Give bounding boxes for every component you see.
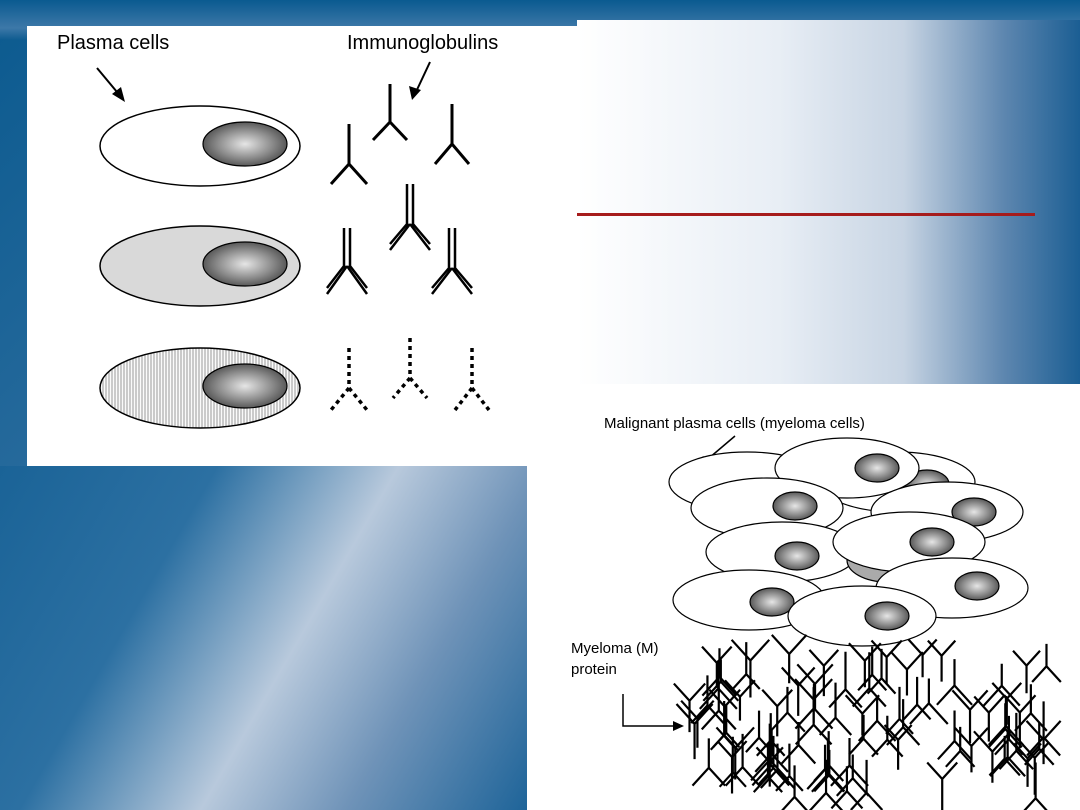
- plasma-cells-illustration: [96, 61, 491, 429]
- antibody-glyph: [844, 694, 880, 736]
- antibody-glyph: [989, 729, 1026, 777]
- antibody-glyph: [828, 651, 863, 709]
- antibody-glyph: [690, 675, 725, 724]
- plasma-cells-label: Plasma cells: [57, 32, 170, 54]
- antibody-glyph: [1012, 650, 1041, 694]
- antibody-glyph: [724, 679, 756, 721]
- antibody-glyph: [907, 638, 938, 678]
- nucleus: [202, 363, 288, 409]
- nucleus: [202, 241, 288, 287]
- antibody-glyph: [702, 659, 740, 702]
- antibody-glyph: [709, 700, 739, 751]
- antibody-glyph: [857, 646, 888, 692]
- antibody-glyph: [937, 710, 973, 761]
- antibody-glyph: [885, 686, 914, 735]
- m-protein-antibodies: [673, 634, 1062, 810]
- antibody-glyph: [866, 648, 897, 695]
- antibody-glyph: [781, 765, 808, 810]
- antibody-glyph: [673, 682, 706, 733]
- antibody-glyph: [731, 642, 761, 690]
- antibody-glyph: [830, 738, 869, 787]
- antibody-glyph: [752, 743, 783, 793]
- lower-left-gradient-panel: [0, 466, 527, 810]
- antibody-glyph: [835, 754, 870, 797]
- myeloma-cell-cluster: [668, 437, 1029, 647]
- myeloma-illustration: [622, 435, 1062, 810]
- antibody-glyph: [830, 766, 864, 810]
- antibody-glyph: [761, 689, 794, 737]
- antibody-glyph: [870, 639, 903, 685]
- antibody-glyph: [712, 704, 741, 748]
- antibody-glyph: [850, 759, 884, 810]
- plasma-cells-figure: Plasma cells Immunoglobulins: [27, 26, 577, 466]
- antibody-glyph: [806, 744, 844, 790]
- antibody-glyph: [883, 724, 913, 770]
- title-gradient-panel: [577, 20, 1080, 384]
- m-protein-label-line2: protein: [571, 661, 617, 678]
- antibody-glyph: [780, 722, 817, 765]
- antibody-glyph: [680, 699, 715, 748]
- antibody-glyph: [848, 642, 882, 688]
- antibody-glyph: [701, 645, 733, 688]
- immunoglobulin-arrow: [414, 61, 431, 95]
- antibody-glyph: [982, 663, 1021, 707]
- antibody-glyph: [730, 639, 771, 698]
- antibody-glyph: [991, 682, 1023, 725]
- antibody-double: [325, 184, 473, 295]
- title-accent-line: [577, 213, 1035, 216]
- antibody-thin: [329, 84, 471, 186]
- antibody-glyph: [1031, 643, 1062, 683]
- m-protein-label-line1: Myeloma (M): [571, 640, 659, 657]
- antibody-glyph: [1023, 722, 1055, 766]
- antibody-glyph: [909, 678, 949, 725]
- antibody-glyph: [769, 686, 806, 733]
- antibody-glyph: [902, 676, 932, 721]
- nucleus: [202, 121, 288, 167]
- antibody-glyph: [771, 634, 808, 684]
- antibody-glyph: [926, 761, 959, 810]
- antibody-dashed: [329, 338, 491, 412]
- antibody-glyph: [973, 695, 1005, 742]
- antibody-glyph: [890, 651, 924, 696]
- antibody-glyph: [936, 659, 973, 706]
- myeloma-figure: Malignant plasma cells (myeloma cells) M…: [527, 384, 1080, 810]
- antibody-glyph: [808, 649, 840, 697]
- antibody-glyph: [818, 682, 853, 736]
- antibody-glyph: [951, 689, 989, 743]
- antibody-glyph: [794, 687, 833, 746]
- antibody-glyph: [715, 726, 755, 780]
- antibody-glyph: [927, 639, 957, 682]
- malignant-cells-label: Malignant plasma cells (myeloma cells): [604, 415, 865, 432]
- antibody-glyph: [757, 735, 790, 786]
- immunoglobulins-label: Immunoglobulins: [347, 32, 499, 54]
- antibody-glyph: [675, 703, 714, 760]
- antibody-glyph: [1025, 720, 1062, 765]
